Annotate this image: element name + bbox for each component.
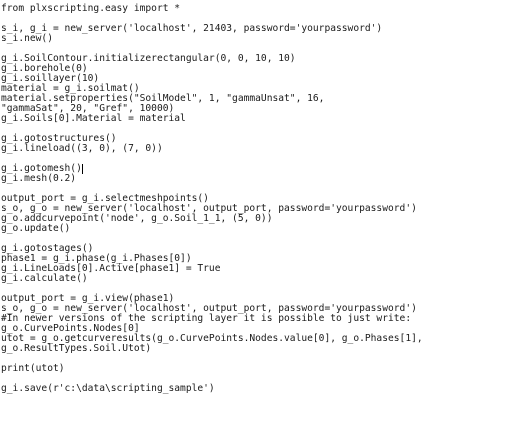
code-line-text: g_o.update() (1, 223, 71, 234)
code-line: material = g_i.soilmat() (1, 84, 506, 94)
code-line: g_o.update() (1, 224, 506, 234)
code-line: g_i.Soils[0].Material = material (1, 114, 506, 124)
code-line-text: g_i.lineload((3, 0), (7, 0)) (1, 143, 163, 154)
code-line-text: s_o, g_o = new_server('localhost', outpu… (1, 303, 417, 314)
code-line: print(utot) (1, 364, 506, 374)
code-line-text: g_i.gotostructures() (1, 133, 117, 144)
code-line-text: print(utot) (1, 363, 65, 374)
code-line: utot = g_o.getcurveresults(g_o.CurvePoin… (1, 334, 506, 344)
code-line-text: g_i.LineLoads[0].Active[phase1] = True (1, 263, 221, 274)
text-cursor (81, 164, 83, 174)
code-line: g_i.save(r'c:\data\scripting_sample') (1, 384, 506, 394)
code-line: from plxscripting.easy import * (1, 4, 506, 14)
code-line: "gammaSat", 20, "Gref", 10000) (1, 104, 506, 114)
code-line: material.setproperties("SoilModel", 1, "… (1, 94, 506, 104)
code-line: g_i.gotostages() (1, 244, 506, 254)
code-line-text: g_i.soillayer(10) (1, 73, 100, 84)
code-line-text: output_port = g_i.view(phase1) (1, 293, 175, 304)
code-line: output_port = g_i.view(phase1) (1, 294, 506, 304)
code-line-text: from plxscripting.easy import * (1, 3, 181, 14)
code-line: output_port = g_i.selectmeshpoints() (1, 194, 506, 204)
code-line: g_i.lineload((3, 0), (7, 0)) (1, 144, 506, 154)
code-line-text: g_i.save(r'c:\data\scripting_sample') (1, 383, 215, 394)
code-line: g_i.SoilContour.initializerectangular(0,… (1, 54, 506, 64)
code-line-text: g_i.borehole(0) (1, 63, 88, 74)
code-line-text: g_i.gotostages() (1, 243, 94, 254)
code-line-text: output_port = g_i.selectmeshpoints() (1, 193, 209, 204)
code-line-text: g_i.calculate() (1, 273, 88, 284)
code-line: g_i.LineLoads[0].Active[phase1] = True (1, 264, 506, 274)
code-line-text: "gammaSat", 20, "Gref", 10000) (1, 103, 175, 114)
code-line: g_i.gotostructures() (1, 134, 506, 144)
code-line: g_i.mesh(0.2) (1, 174, 506, 184)
code-line-text: g_i.Soils[0].Material = material (1, 113, 186, 124)
code-line: s_o, g_o = new_server('localhost', outpu… (1, 304, 506, 314)
code-line: g_o.addcurvepoint('node', g_o.Soil_1_1, … (1, 214, 506, 224)
code-line-text: material = g_i.soilmat() (1, 83, 140, 94)
code-line-text: phase1 = g_i.phase(g_i.Phases[0]) (1, 253, 192, 264)
code-line: g_o.ResultTypes.Soil.Utot) (1, 344, 506, 354)
code-line: g_i.calculate() (1, 274, 506, 284)
code-line-text: #In newer versions of the scripting laye… (1, 313, 412, 324)
code-line: g_o.CurvePoints.Nodes[0] (1, 324, 506, 334)
code-line: s_i, g_i = new_server('localhost', 21403… (1, 24, 506, 34)
code-line-text: g_o.CurvePoints.Nodes[0] (1, 323, 140, 334)
code-line-text: g_o.ResultTypes.Soil.Utot) (1, 343, 152, 354)
code-line: #In newer versions of the scripting laye… (1, 314, 506, 324)
code-line: g_i.borehole(0) (1, 64, 506, 74)
code-line-text: s_i, g_i = new_server('localhost', 21403… (1, 23, 383, 34)
code-line-text: material.setproperties("SoilModel", 1, "… (1, 93, 325, 104)
code-line: g_i.gotomesh() (1, 164, 506, 174)
code-area[interactable]: from plxscripting.easy import * s_i, g_i … (1, 4, 506, 394)
code-line: s_i.new() (1, 34, 506, 44)
code-line-text: utot = g_o.getcurveresults(g_o.CurvePoin… (1, 333, 423, 344)
code-line-text: s_i.new() (1, 33, 53, 44)
code-line-text: g_i.SoilContour.initializerectangular(0,… (1, 53, 296, 64)
code-line-text: g_o.addcurvepoint('node', g_o.Soil_1_1, … (1, 213, 273, 224)
code-line: g_i.soillayer(10) (1, 74, 506, 84)
code-line-text: s_o, g_o = new_server('localhost', outpu… (1, 203, 417, 214)
code-line: s_o, g_o = new_server('localhost', outpu… (1, 204, 506, 214)
code-line-text: g_i.gotomesh() (1, 163, 82, 174)
code-line (1, 354, 506, 364)
code-line-text: g_i.mesh(0.2) (1, 173, 77, 184)
code-line: phase1 = g_i.phase(g_i.Phases[0]) (1, 254, 506, 264)
